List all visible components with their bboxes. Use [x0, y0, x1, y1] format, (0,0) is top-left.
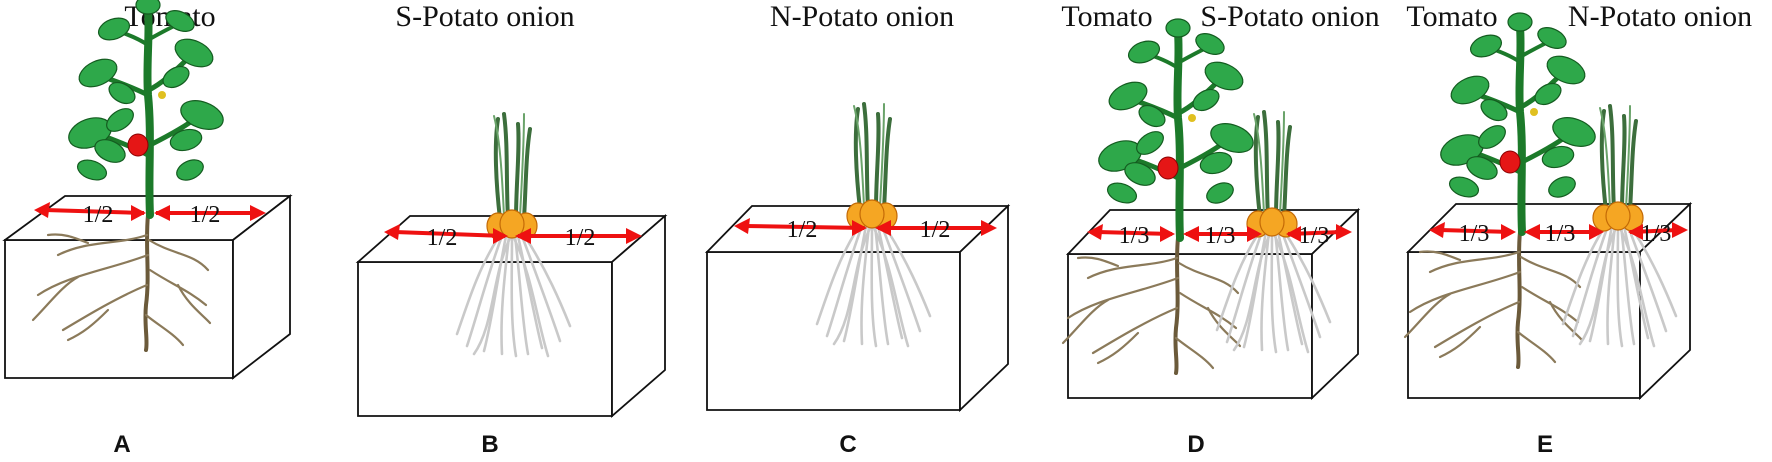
fraction-label: 1/3: [1459, 221, 1490, 247]
panel-letter: D: [1187, 431, 1204, 458]
onion-plant: [845, 102, 899, 231]
panel-d-title-tomato: Tomato: [1061, 0, 1152, 33]
panel-c-title: N-Potato onion: [770, 0, 954, 33]
panel-e: Tomato N-Potato onion 1/3 1/3 1/3 E: [1403, 0, 1752, 458]
division-arrows: [1087, 224, 1352, 242]
soil-box-side: [959, 203, 1009, 413]
panel-letter: A: [113, 431, 130, 458]
fraction-label: 1/3: [1299, 223, 1330, 249]
panel-letter: C: [839, 431, 856, 458]
panel-b: S-Potato onion 1/2 1/2 B: [355, 0, 668, 458]
division-arrows: [384, 224, 642, 244]
tomato-plant: [1437, 13, 1600, 232]
fraction-label: 1/3: [1641, 221, 1672, 247]
fraction-label: 1/3: [1545, 221, 1576, 247]
division-arrows: [734, 218, 997, 236]
panel-e-title-onion: N-Potato onion: [1568, 0, 1752, 33]
fraction-label: 1/3: [1205, 223, 1236, 249]
soil-box-front: [1067, 253, 1313, 399]
soil-box-side: [232, 194, 291, 380]
fraction-label: 1/2: [920, 217, 951, 243]
soil-box-side: [611, 214, 666, 418]
panel-letter: B: [481, 431, 498, 458]
panel-e-title-tomato: Tomato: [1406, 0, 1497, 33]
panel-letter: E: [1537, 431, 1553, 458]
panel-d: Tomato S-Potato onion 1/3 1/3 1/3 D: [1061, 0, 1380, 458]
soil-box-front: [1407, 251, 1641, 399]
soil-box-side: [1639, 201, 1691, 401]
soil-box-front: [4, 239, 234, 379]
onion-plant: [1245, 110, 1299, 239]
panel-b-title: S-Potato onion: [395, 0, 574, 33]
fraction-label: 1/2: [427, 225, 458, 251]
fraction-label: 1/2: [787, 217, 818, 243]
onion-plant: [1591, 104, 1645, 233]
fraction-label: 1/2: [565, 225, 596, 251]
onion-plant: [485, 112, 539, 241]
fraction-label: 1/3: [1119, 223, 1150, 249]
panel-d-title-onion: S-Potato onion: [1200, 0, 1379, 33]
fraction-label: 1/2: [190, 202, 221, 228]
soil-box-side: [1311, 207, 1359, 401]
fraction-label: 1/2: [83, 202, 114, 228]
tomato-plant: [1095, 19, 1258, 238]
division-arrows: [34, 202, 266, 221]
panel-a: Tomato 1/2 1/2 A: [2, 0, 293, 458]
panel-c: N-Potato onion 1/2 1/2 C: [704, 0, 1011, 458]
division-arrows: [1429, 222, 1688, 240]
